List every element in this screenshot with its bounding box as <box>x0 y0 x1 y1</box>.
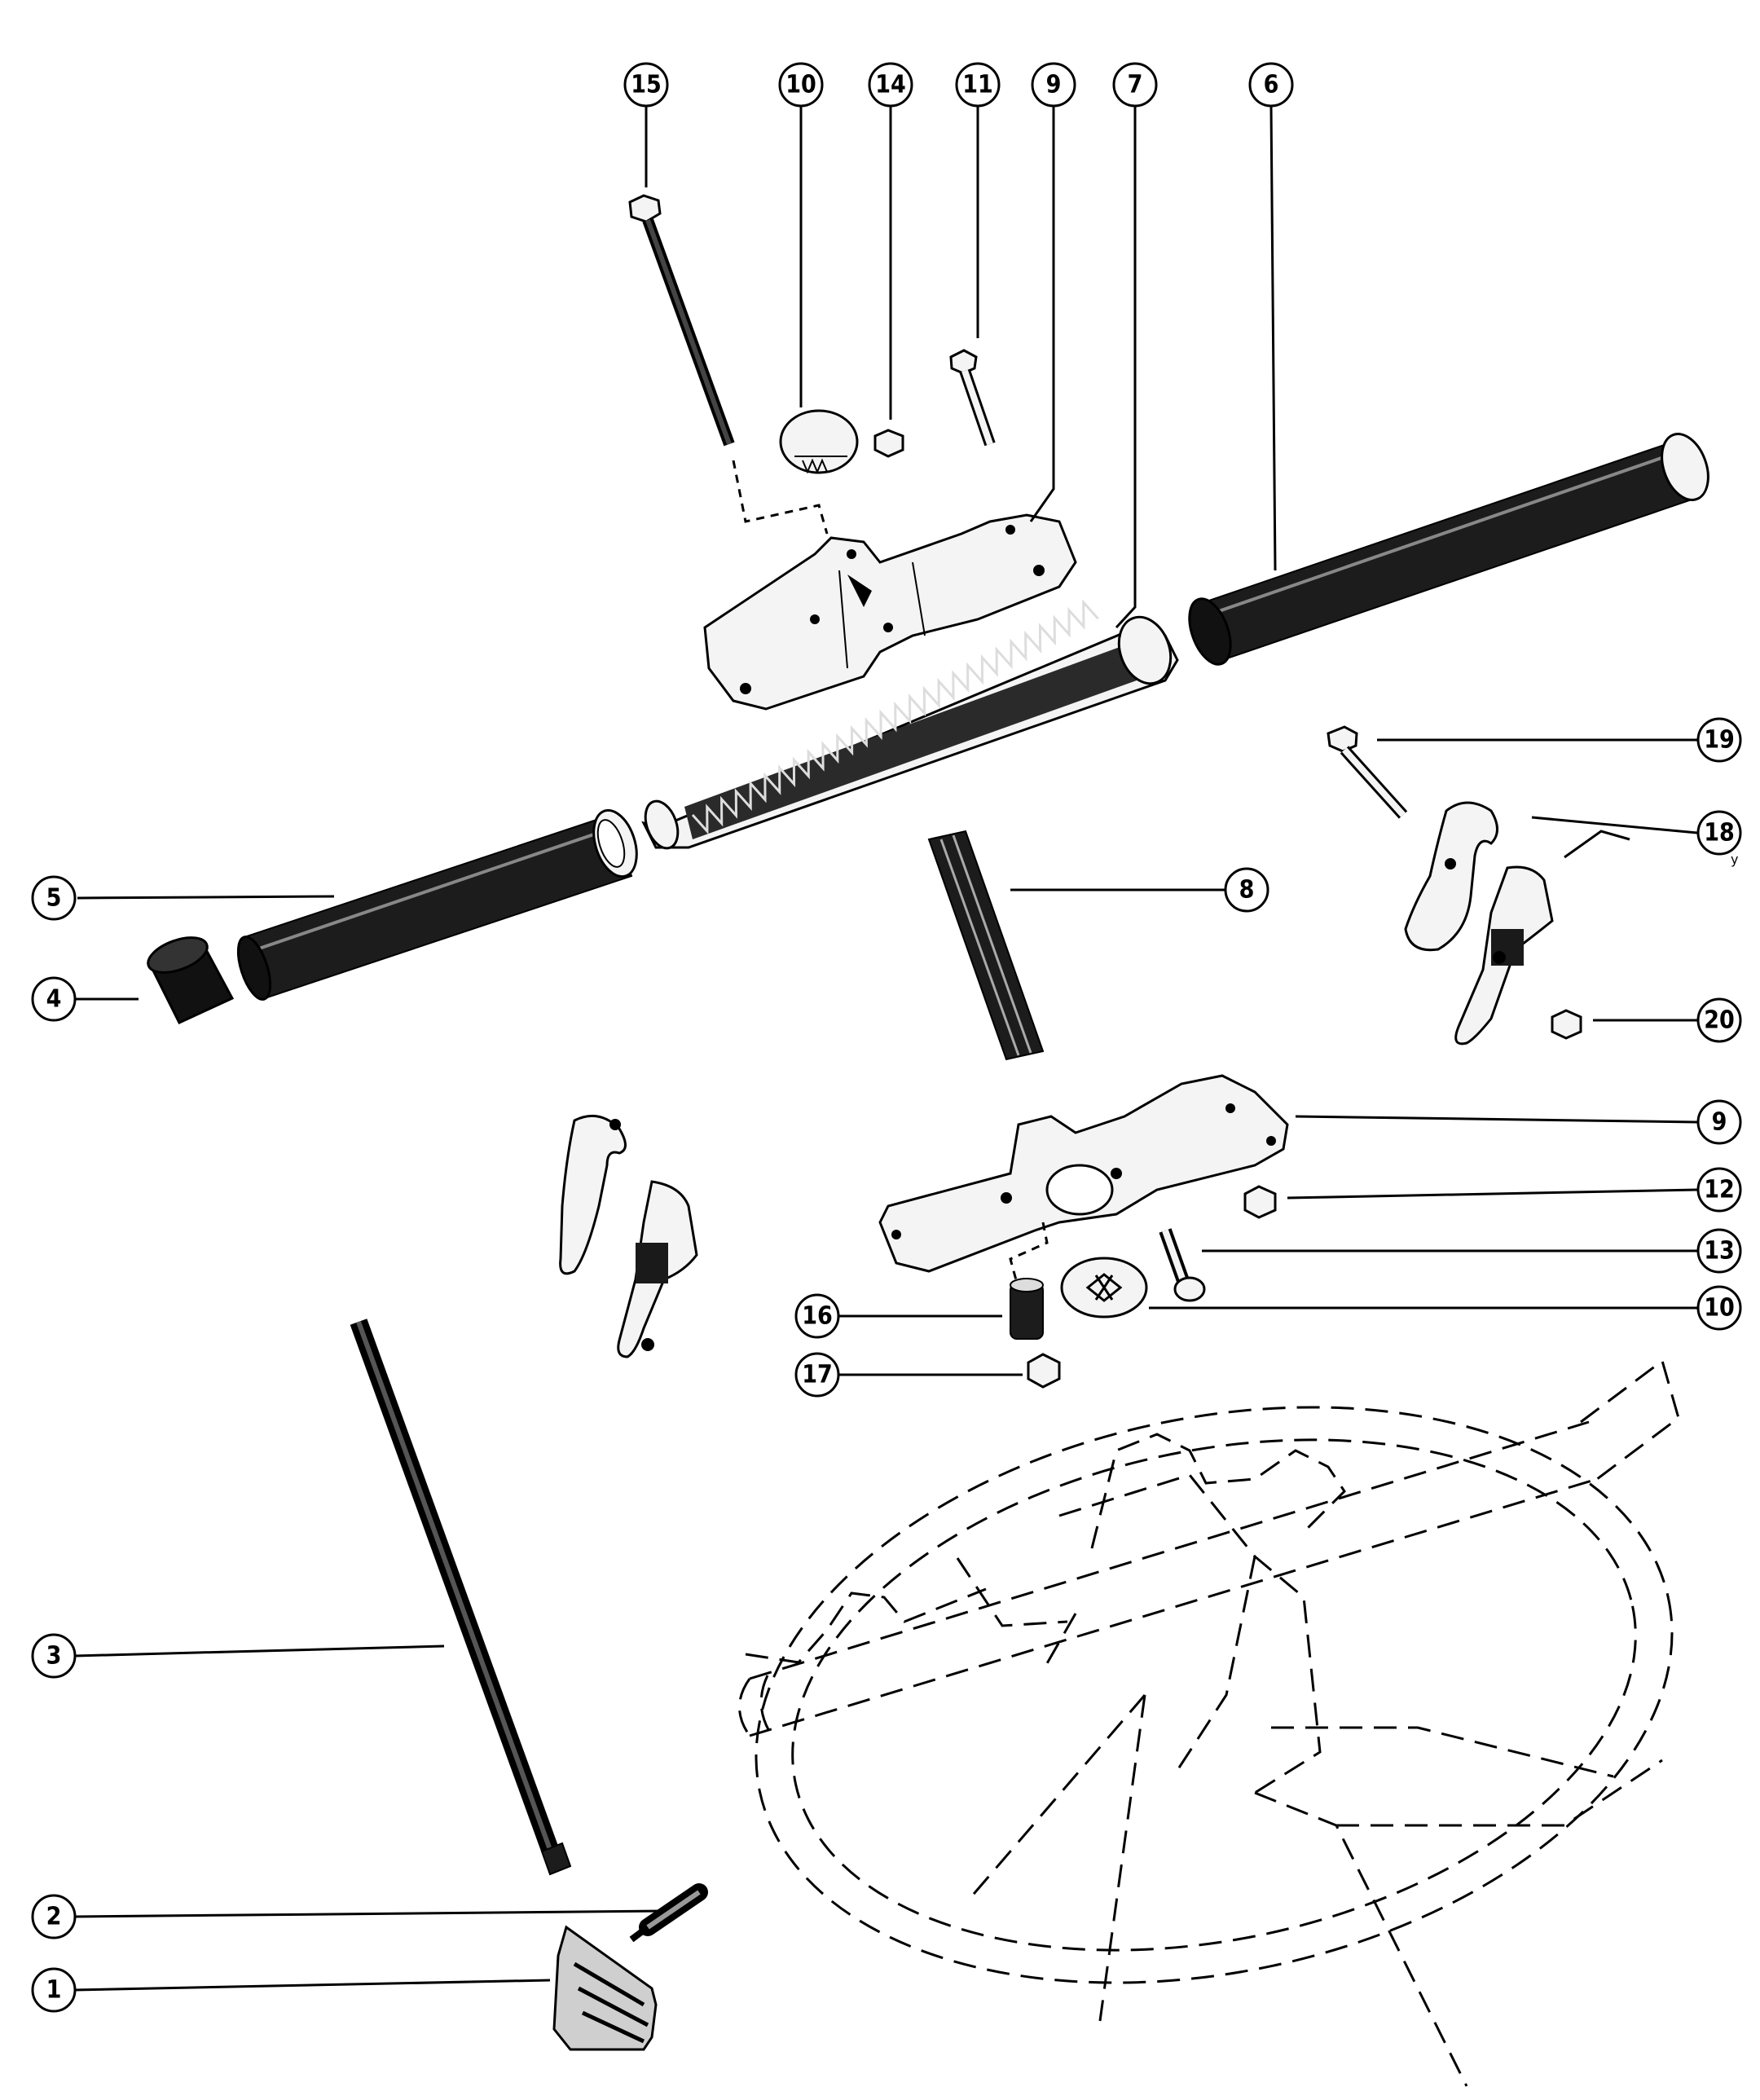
svg-text:10: 10 <box>1704 1294 1735 1323</box>
tube-right <box>1188 433 1709 666</box>
svg-text:5: 5 <box>46 884 62 913</box>
cover-upper <box>779 409 859 474</box>
callout-15: 15 <box>623 62 669 108</box>
housing-upper <box>703 513 1077 711</box>
callout-7: 7 <box>1112 62 1158 108</box>
svg-text:11: 11 <box>962 71 993 99</box>
callout-18-note: y <box>1731 852 1738 867</box>
callout-8: 8 <box>1224 867 1269 913</box>
cover-lower <box>1060 1257 1148 1319</box>
decal <box>552 1925 658 2051</box>
callout-4: 4 <box>31 976 77 1022</box>
callout-12: 12 <box>1696 1167 1742 1213</box>
screw-lower <box>1159 1228 1206 1302</box>
dashed-link-upper <box>732 460 829 535</box>
svg-text:8: 8 <box>1239 876 1255 905</box>
clamp-pair-right <box>1404 801 1554 1046</box>
bolt-short <box>949 349 996 447</box>
callout-16: 16 <box>794 1293 840 1339</box>
bolt-clamp <box>1327 725 1408 819</box>
callout-19: 19 <box>1696 717 1742 763</box>
bushing <box>1010 1278 1044 1340</box>
svg-text:7: 7 <box>1128 71 1143 99</box>
svg-text:1: 1 <box>46 1976 62 2005</box>
svg-text:19: 19 <box>1704 726 1735 755</box>
svg-text:18: 18 <box>1704 819 1735 847</box>
svg-text:10: 10 <box>785 71 816 99</box>
svg-text:12: 12 <box>1704 1176 1735 1204</box>
callout-14: 14 <box>868 62 913 108</box>
clamp-pair-left <box>559 1114 698 1358</box>
callout-2: 2 <box>31 1894 77 1939</box>
leader-lines <box>74 105 1698 1992</box>
callout-11: 11 <box>955 62 1001 108</box>
svg-text:3: 3 <box>46 1642 62 1671</box>
svg-text:2: 2 <box>46 1903 62 1931</box>
svg-text:20: 20 <box>1704 1006 1735 1035</box>
svg-text:9: 9 <box>1712 1108 1727 1137</box>
svg-text:6: 6 <box>1264 71 1279 99</box>
nut-clamp <box>1551 1009 1582 1040</box>
rack-gear <box>641 599 1179 850</box>
grease-fitting <box>629 1883 708 1943</box>
svg-text:13: 13 <box>1704 1237 1735 1266</box>
callout-1: 1 <box>31 1967 77 2013</box>
rod <box>350 1319 572 1876</box>
pinion-shaft <box>927 830 1045 1061</box>
callout-18: 18 <box>1696 810 1742 856</box>
callout-17: 17 <box>794 1352 840 1398</box>
nut-bushing <box>1027 1353 1061 1389</box>
bolt-long <box>628 194 735 447</box>
callout-3: 3 <box>31 1633 77 1679</box>
svg-text:9: 9 <box>1046 71 1062 99</box>
svg-text:17: 17 <box>802 1361 833 1389</box>
callout-9-upper: 9 <box>1031 62 1076 108</box>
svg-text:15: 15 <box>631 71 662 99</box>
callout-5: 5 <box>31 875 77 921</box>
steering-wheel-outline <box>738 1358 1680 2087</box>
nut-lower <box>1243 1185 1277 1219</box>
callout-6: 6 <box>1248 62 1294 108</box>
svg-text:4: 4 <box>46 985 62 1014</box>
svg-text:16: 16 <box>802 1302 833 1331</box>
callout-13: 13 <box>1696 1228 1742 1274</box>
callout-10-upper: 10 <box>778 62 824 108</box>
callout-9-lower: 9 <box>1696 1099 1742 1145</box>
callout-20: 20 <box>1696 997 1742 1043</box>
tube-left <box>236 808 638 1001</box>
housing-lower <box>878 1074 1289 1273</box>
callout-10-lower: 10 <box>1696 1285 1742 1331</box>
nut-small-upper <box>873 429 904 458</box>
end-cap <box>147 936 235 1024</box>
svg-text:14: 14 <box>875 71 906 99</box>
